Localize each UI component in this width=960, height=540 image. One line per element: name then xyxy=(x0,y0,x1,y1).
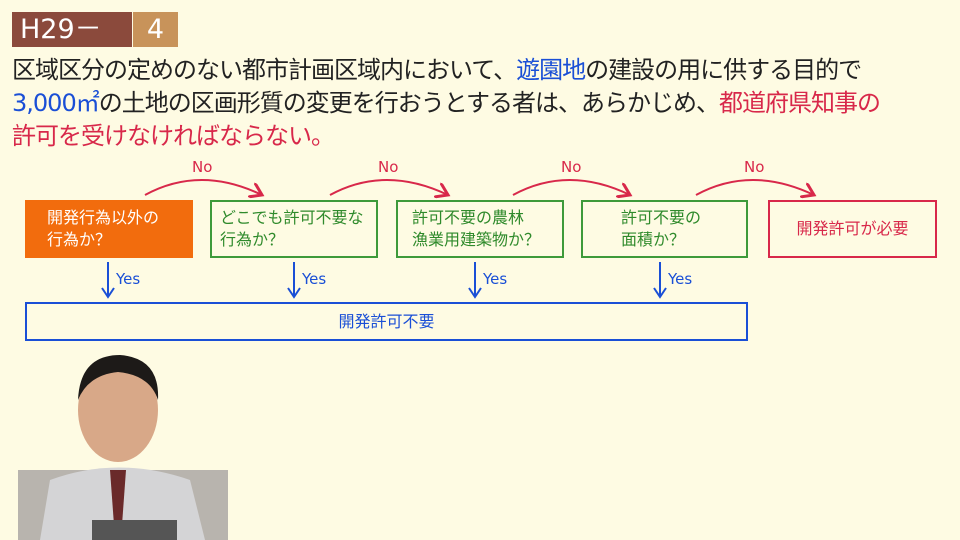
yes-label-1: Yes xyxy=(116,270,141,288)
yes-arrow-3 xyxy=(468,262,482,299)
yes-arrow-1 xyxy=(101,262,115,299)
yes-arrow-2 xyxy=(287,262,301,299)
no-arrow-1 xyxy=(144,179,262,195)
no-arrow-4 xyxy=(695,179,814,195)
highlight-governor: 都道府県知事の xyxy=(719,89,881,117)
yes-label-3: Yes xyxy=(483,270,508,288)
step-text: 許可不要の農林 xyxy=(412,208,525,227)
result-permit-required: 開発許可が必要 xyxy=(768,200,937,258)
step-text: 行為か？ xyxy=(47,230,112,249)
no-label-1: No xyxy=(192,158,213,176)
no-label-2: No xyxy=(378,158,399,176)
text: 区域区分の定めのない都市計画区域内において、 xyxy=(12,56,517,84)
question-line-1: 区域区分の定めのない都市計画区域内において、遊園地の建設の用に供する目的で xyxy=(12,54,958,87)
highlight-amusement-park: 遊園地 xyxy=(516,56,586,84)
no-label-3: No xyxy=(561,158,582,176)
yes-arrow-4 xyxy=(653,262,667,299)
step-text: 行為か？ xyxy=(220,230,285,249)
no-arrow-3 xyxy=(512,179,630,195)
question-line-2: 3,000㎡の土地の区画形質の変更を行おうとする者は、あらかじめ、都道府県知事の xyxy=(12,87,958,120)
choice-number-badge: 4 xyxy=(133,12,178,47)
text: の土地の区画形質の変更を行おうとする者は、あらかじめ、 xyxy=(98,89,720,117)
step-agricultural-building: 許可不要の農林漁業用建築物か？ xyxy=(396,200,564,258)
no-label-4: No xyxy=(744,158,765,176)
yes-label-2: Yes xyxy=(302,270,327,288)
yes-label-4: Yes xyxy=(668,270,693,288)
question-text: 区域区分の定めのない都市計画区域内において、遊園地の建設の用に供する目的で 3,… xyxy=(12,54,958,153)
highlight-area: 3,000㎡ xyxy=(12,89,100,117)
step-text: 漁業用建築物か？ xyxy=(412,230,541,249)
step-text: 開発行為以外の xyxy=(47,208,160,227)
result-permit-not-required: 開発許可不要 xyxy=(25,302,748,341)
step-text: 許可不要の xyxy=(621,208,702,227)
text: の建設の用に供する目的で xyxy=(585,56,862,84)
step-text: 面積か？ xyxy=(621,230,686,249)
step-not-development: 開発行為以外の行為か？ xyxy=(25,200,193,258)
step-exempt-area: 許可不要の面積か？ xyxy=(581,200,748,258)
step-exempt-anywhere: どこでも許可不要な行為か？ xyxy=(210,200,378,258)
question-id-badge: H29－17 xyxy=(12,12,132,47)
presenter-photo xyxy=(18,355,228,540)
no-arrow-2 xyxy=(329,179,448,195)
step-text: どこでも許可不要な xyxy=(220,208,364,227)
question-line-3: 許可を受けなければならない。 xyxy=(12,122,335,150)
